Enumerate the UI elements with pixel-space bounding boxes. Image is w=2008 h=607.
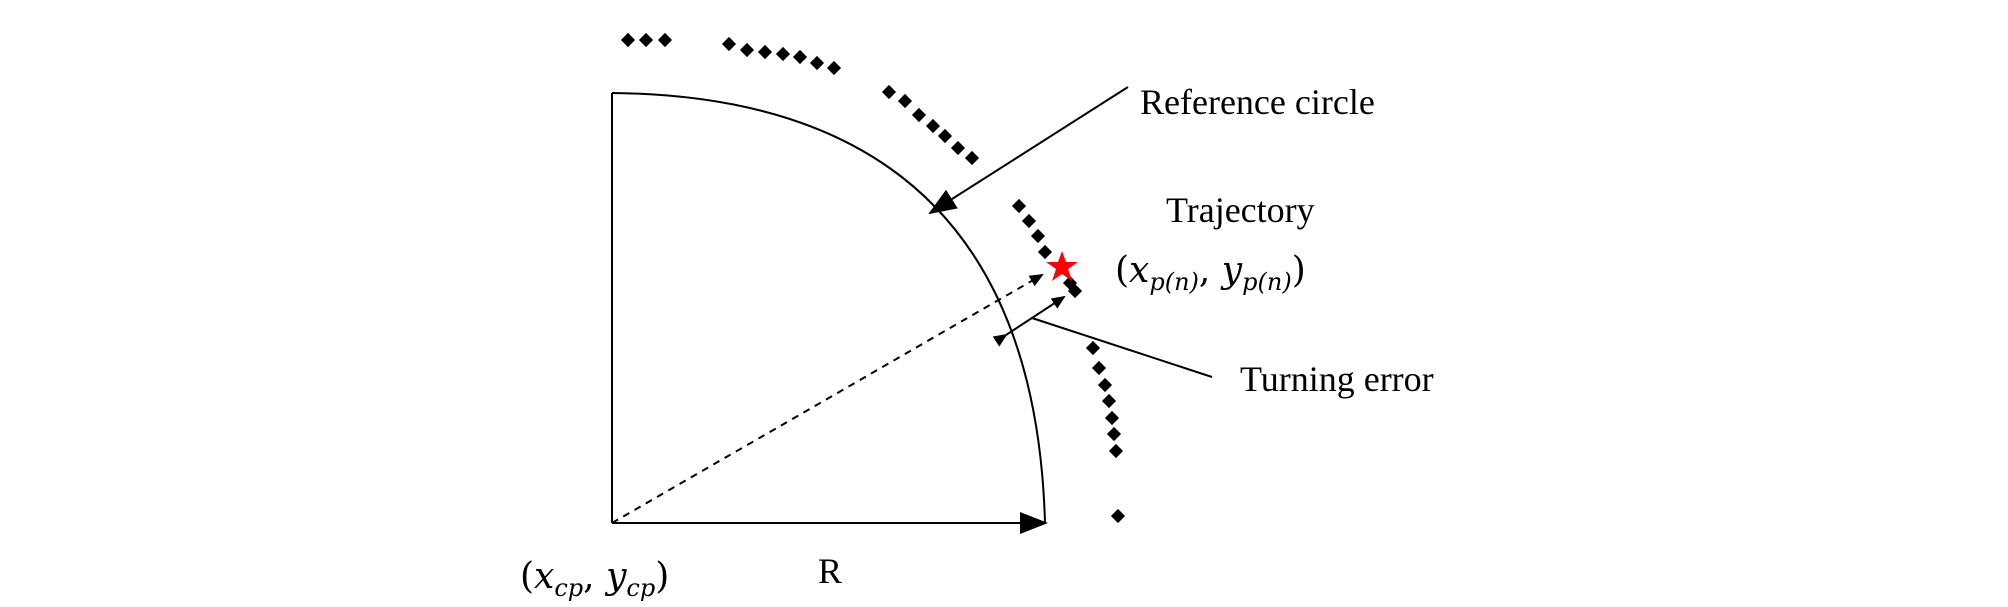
trajectory-marker	[826, 60, 842, 76]
point-y-subscript: p(n)	[1242, 268, 1292, 296]
trajectory-marker	[950, 140, 966, 156]
point-y-symbol: y	[1220, 250, 1243, 291]
point-open-paren: (	[1115, 250, 1129, 291]
trajectory-marker	[1104, 410, 1120, 426]
trajectory-marker	[1110, 508, 1126, 524]
center-x-symbol: x	[534, 556, 554, 597]
measured-point-label: (xp(n), yp(n))	[1115, 250, 1306, 296]
trajectory-marker	[620, 32, 636, 48]
trajectory-marker	[1097, 377, 1113, 393]
measured-point-star	[1046, 251, 1078, 281]
reference-circle-label: Reference circle	[1140, 82, 1375, 122]
center-open-paren: (	[520, 556, 534, 597]
trajectory-label: Trajectory	[1166, 190, 1315, 230]
trajectory-marker	[1021, 213, 1037, 229]
trajectory-marker	[964, 150, 980, 166]
trajectory-marker	[911, 107, 927, 123]
reference-circle-leader	[928, 86, 1129, 215]
point-x-symbol: x	[1129, 250, 1149, 291]
trajectory-marker	[1037, 244, 1053, 260]
point-close-paren: )	[1292, 250, 1306, 291]
turning-error-leader	[1031, 317, 1213, 378]
turning-error-label: Turning error	[1240, 359, 1434, 399]
trajectory-marker	[1106, 426, 1122, 442]
trajectory-marker	[1085, 340, 1101, 356]
center-point-label: (xcp, ycp)	[520, 556, 669, 602]
trajectory-marker	[1067, 283, 1083, 299]
trajectory-markers	[620, 32, 1126, 524]
reference-circle-arc	[611, 92, 1046, 524]
center-comma: ,	[583, 556, 606, 597]
trajectory-marker	[1030, 228, 1046, 244]
center-x-subscript: cp	[554, 574, 583, 602]
radius-label: R	[818, 551, 842, 591]
point-x-subscript: p(n)	[1149, 268, 1199, 296]
trajectory-marker	[739, 42, 755, 58]
center-close-paren: )	[655, 556, 669, 597]
trajectory-marker	[881, 84, 897, 100]
trajectory-marker	[1108, 443, 1124, 459]
trajectory-marker	[721, 36, 737, 52]
trajectory-marker	[1011, 198, 1027, 214]
turning-error-arrow	[992, 295, 1066, 347]
center-y-symbol: y	[604, 556, 627, 597]
trajectory-marker	[1101, 393, 1117, 409]
trajectory-marker	[638, 32, 654, 48]
trajectory-marker	[925, 118, 941, 134]
trajectory-marker	[657, 32, 673, 48]
trajectory-marker	[1091, 360, 1107, 376]
center-y-subscript: cp	[626, 574, 655, 602]
center-to-point-dashed-line	[611, 274, 1044, 524]
trajectory-marker	[792, 49, 808, 65]
point-comma: ,	[1199, 250, 1222, 291]
trajectory-marker	[809, 55, 825, 71]
trajectory-marker	[937, 128, 953, 144]
trajectory-marker	[757, 44, 773, 60]
trajectory-marker	[897, 93, 913, 109]
trajectory-marker	[775, 46, 791, 62]
